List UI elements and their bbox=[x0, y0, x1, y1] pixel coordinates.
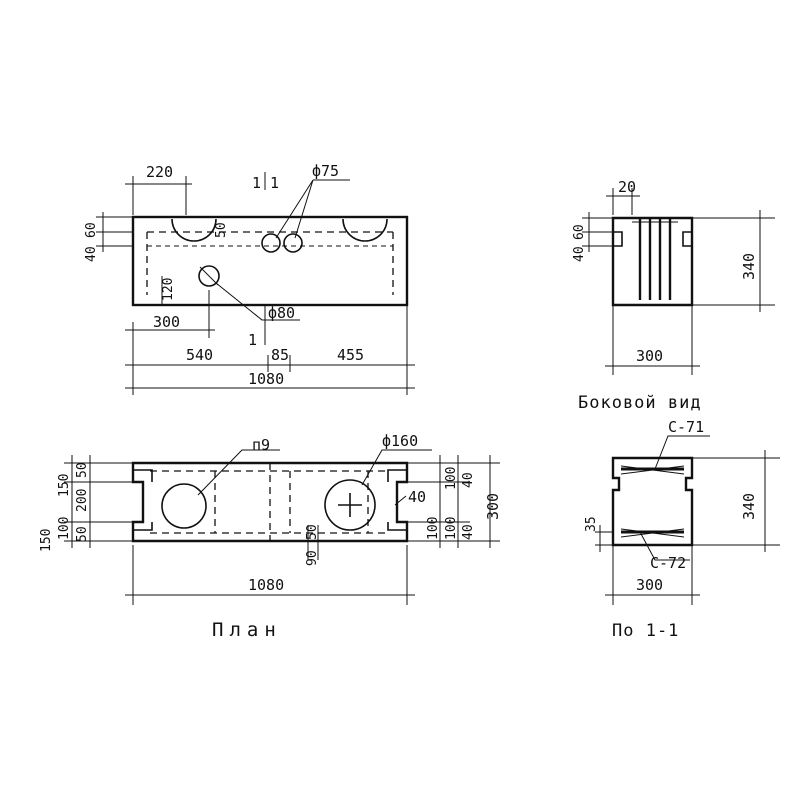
dim-50-text: 50 bbox=[214, 222, 229, 238]
bar-bottom-label: С-72 bbox=[650, 554, 686, 572]
section-dim-300-line bbox=[605, 545, 700, 605]
dim-220-line bbox=[125, 176, 192, 215]
side-dim-40-text: 40 bbox=[572, 246, 587, 262]
plan-dim-100-r3-text: 100 bbox=[444, 517, 459, 540]
hole-80 bbox=[198, 265, 220, 287]
plan-dim-90-b-text: 90 bbox=[305, 550, 320, 566]
plan-dim-50-lb-text: 50 bbox=[75, 526, 90, 542]
plan-dim-1080-text: 1080 bbox=[248, 576, 284, 594]
plan-dim-100-r2-text: 100 bbox=[426, 517, 441, 540]
section-dim-35-line bbox=[595, 525, 613, 552]
side-dim-300-line bbox=[605, 305, 700, 375]
bar-bottom-leader bbox=[639, 531, 690, 561]
right-recess bbox=[342, 218, 388, 242]
section-caption: По 1-1 bbox=[612, 621, 679, 641]
hole-80-cross bbox=[199, 266, 219, 286]
section-view: С-71 С-72 35 340 300 По 1-1 bbox=[584, 418, 780, 641]
plan-dim-left-lines bbox=[64, 455, 133, 548]
front-inner-hidden bbox=[146, 231, 394, 295]
front-view: 220 1 1 ф75 50 40 60 120 ф80 1 300 540 8… bbox=[84, 162, 415, 395]
plan-hole-p9 bbox=[161, 483, 207, 529]
plan-dim-100-r1-text: 100 bbox=[444, 467, 459, 490]
p9-leader bbox=[197, 449, 280, 496]
plan-corner-pockets bbox=[133, 469, 407, 531]
dia-75-label: ф75 bbox=[312, 162, 339, 180]
p9-label: п9 bbox=[252, 436, 270, 454]
side-view-outline bbox=[611, 216, 694, 307]
side-left-notch bbox=[612, 218, 623, 247]
section-bar-top-ties bbox=[620, 465, 685, 475]
plan-dim-300-text: 300 bbox=[484, 493, 502, 520]
hole-75-right bbox=[283, 233, 303, 253]
plan-dim-150-ll-text: 150 bbox=[39, 529, 54, 552]
plan-dim-40-text: 40 bbox=[408, 488, 426, 506]
side-view: 20 40 60 340 300 Боковой вид bbox=[572, 178, 775, 413]
side-rebar-lines bbox=[638, 218, 672, 300]
side-dim-20-text: 20 bbox=[618, 178, 636, 196]
dia-160-label: ф160 bbox=[382, 432, 418, 450]
dim-540-line bbox=[125, 305, 415, 395]
plan-view-caption: План bbox=[212, 619, 282, 641]
side-dim-300-text: 300 bbox=[636, 347, 663, 365]
dia80-leader bbox=[215, 282, 300, 321]
plan-dim-100-l-text: 100 bbox=[57, 517, 72, 540]
plan-dim-50-b-text: 50 bbox=[305, 524, 320, 540]
dim-540-text: 540 bbox=[186, 346, 213, 364]
side-right-notch bbox=[682, 231, 692, 247]
plan-dim-1080-line bbox=[125, 545, 415, 605]
section-dim-35-text: 35 bbox=[584, 516, 599, 532]
section-mark-bottom: 1 bbox=[248, 331, 257, 349]
dia-80-label: ф80 bbox=[268, 304, 295, 322]
dim-300-line bbox=[125, 290, 215, 395]
side-view-caption: Боковой вид bbox=[578, 393, 702, 413]
section-dim-300-text: 300 bbox=[636, 576, 663, 594]
dia75-leader bbox=[275, 179, 350, 239]
section-bar-bottom-ties bbox=[620, 528, 685, 538]
plan-hole-160 bbox=[324, 479, 376, 531]
hole-75-left bbox=[261, 233, 281, 253]
plan-dim-50-l-text: 50 bbox=[75, 462, 90, 478]
dim-455-text: 455 bbox=[337, 346, 364, 364]
plan-dim-40-r-text: 40 bbox=[461, 472, 476, 488]
plan-hidden-lines bbox=[150, 463, 390, 541]
bar-top-label: С-71 bbox=[668, 418, 704, 436]
section-dim-340-line bbox=[692, 450, 780, 552]
plan-dim-40-r2-text: 40 bbox=[461, 524, 476, 540]
plan-dim-right-lines bbox=[407, 455, 500, 548]
dia160-leader bbox=[361, 449, 432, 486]
dim-85-text: 85 bbox=[271, 346, 289, 364]
dim-300-text: 300 bbox=[153, 313, 180, 331]
left-recess bbox=[171, 218, 217, 242]
dim-left-lines bbox=[96, 212, 133, 252]
side-dim-20-line bbox=[606, 188, 640, 215]
front-view-outline bbox=[131, 215, 409, 307]
plan-dim-bottom-small bbox=[307, 525, 319, 560]
dim-1080-text: 1080 bbox=[248, 370, 284, 388]
side-dim-340-line bbox=[692, 210, 775, 312]
dim-40-leader bbox=[394, 495, 407, 506]
side-dim-left-lines bbox=[582, 212, 613, 252]
dim-220-text: 220 bbox=[146, 163, 173, 181]
section-dim-340-text: 340 bbox=[740, 493, 758, 520]
dim-60-text: 60 bbox=[84, 222, 99, 238]
side-dim-60-text: 60 bbox=[572, 224, 587, 240]
plan-dim-200-l-text: 200 bbox=[75, 489, 90, 512]
dim-40-text: 40 bbox=[84, 246, 99, 262]
side-dim-340-text: 340 bbox=[740, 253, 758, 280]
plan-view: п9 ф160 50 150 150 200 100 50 40 100 40 … bbox=[39, 432, 502, 641]
bar-top-leader bbox=[654, 435, 710, 470]
section-mark-top: 1 1 bbox=[252, 174, 279, 192]
dim-120-text: 120 bbox=[161, 278, 176, 301]
plan-hole-160-cross bbox=[338, 493, 362, 517]
plan-dim-150-l-text: 150 bbox=[57, 474, 72, 497]
